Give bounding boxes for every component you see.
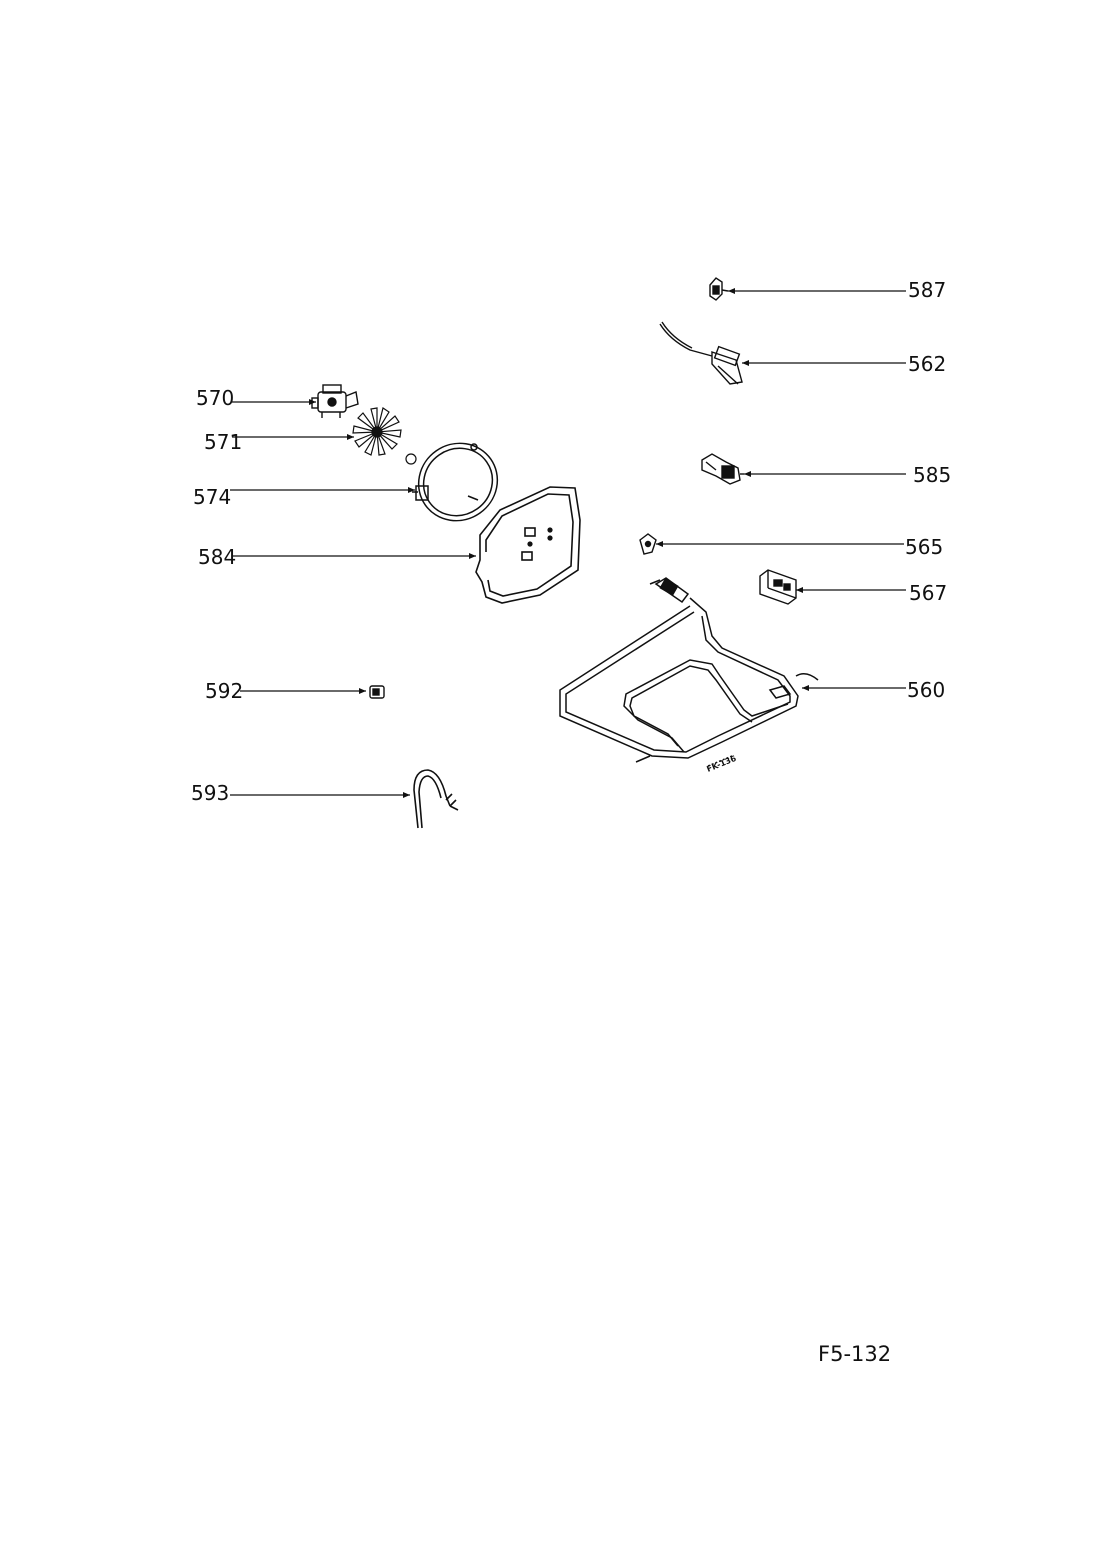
part-label-585: 585 [913, 463, 952, 487]
lamp-holder-icon [701, 453, 744, 485]
fan-cover-plate-icon [475, 486, 581, 604]
part-label-593: 593 [191, 781, 230, 805]
part-label-565: 565 [905, 535, 944, 559]
thermostat-probe-icon [659, 321, 743, 385]
part-label-587: 587 [908, 278, 947, 302]
element-stamp-text: FK-136 [705, 754, 738, 774]
part-label-592: 592 [205, 679, 244, 703]
part-label-584: 584 [198, 545, 237, 569]
terminal-block-icon [759, 569, 797, 605]
part-label-562: 562 [908, 352, 947, 376]
small-connector-icon [369, 685, 385, 699]
part-label-574: 574 [193, 485, 232, 509]
fan-blade-icon [352, 407, 402, 456]
nut-icon [405, 453, 417, 465]
circular-heating-element-icon [412, 442, 499, 522]
cable-icon [413, 769, 459, 829]
clip-icon [709, 277, 729, 301]
leader-lines [230, 288, 906, 798]
part-label-560: 560 [907, 678, 946, 702]
seal-icon [639, 533, 657, 555]
bottom-heating-element-icon [559, 577, 819, 767]
part-label-570: 570 [196, 386, 235, 410]
fan-motor-icon [311, 384, 359, 418]
part-label-571: 571 [204, 430, 243, 454]
part-label-567: 567 [909, 581, 948, 605]
figure-code: F5-132 [818, 1342, 892, 1366]
